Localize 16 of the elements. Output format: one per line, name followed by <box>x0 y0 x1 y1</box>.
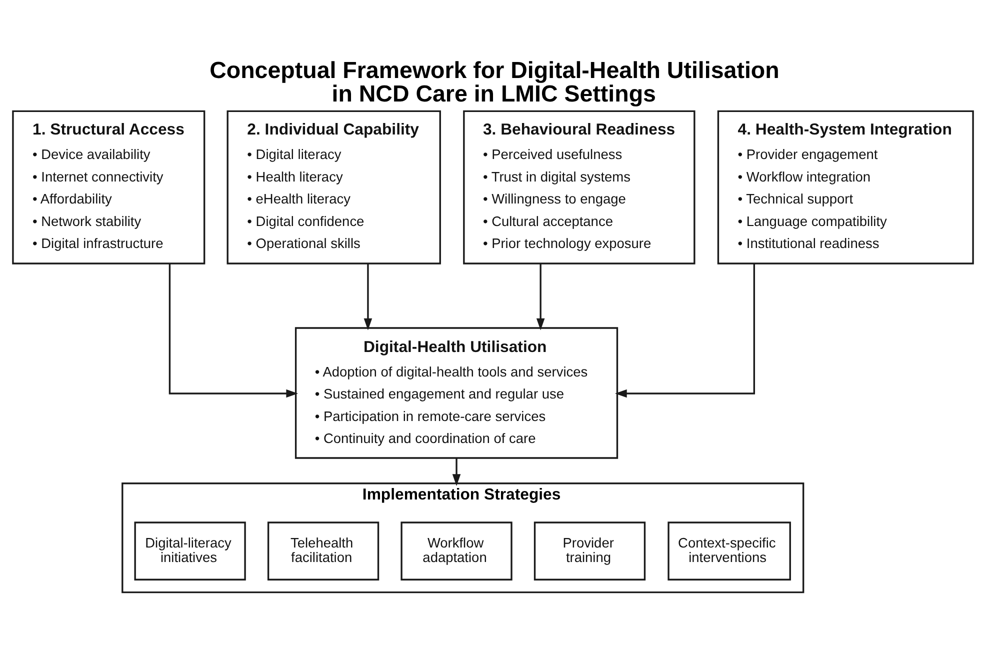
node-box: Provider training <box>534 522 646 580</box>
node-box: 4. Health-System Integration • Provider engagement • Workflow integration • Technical support • Language compatibility • Institutional readiness <box>717 110 974 264</box>
node-box: 3. Behavioural Readiness • Perceived usefulness • Trust in digital systems • Willingness to engage • Cultural acceptance • Prior technology exposure <box>463 110 696 264</box>
arrow <box>168 264 298 398</box>
node-box: 1. Structural Access • Device availability • Internet connectivity • Affordability • Network stability • Digital infrastructure <box>12 110 206 264</box>
node-box: 2. Individual Capability • Digital literacy • Health literacy • eHealth literacy • Digital confidence • Operational skills <box>226 110 441 264</box>
node-box: Workflow adaptation <box>400 522 512 580</box>
node-box: Digital-literacy initiatives <box>134 522 246 580</box>
node-box: Context-specific interventions <box>668 522 791 580</box>
node-box: Digital-Health Utilisation • Adoption of digital-health tools and services • Sustained engagement and regular use • Participation in remote-care services • Continuity and coordination of care <box>294 327 618 459</box>
arrow <box>452 458 461 486</box>
arrow <box>364 264 372 330</box>
arrow <box>614 264 756 398</box>
arrow <box>536 264 545 330</box>
node-box: Telehealth facilitation <box>267 522 380 580</box>
diagram-title: Conceptual Framework for Digital-Health Utilisation in NCD Care in LMIC Settings <box>210 57 780 106</box>
